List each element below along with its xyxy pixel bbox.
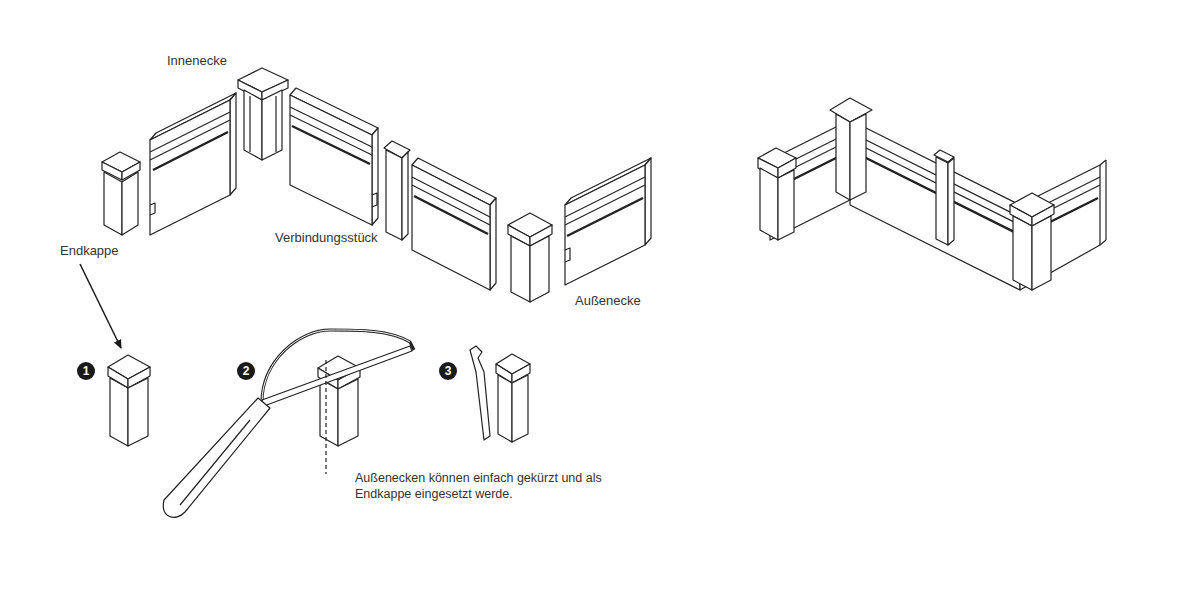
callout-number: 1 [77,362,95,380]
end-cap [102,152,140,235]
skirting-board [150,93,236,235]
note-text: Außenecken können einfach gekürzt und al… [355,470,605,502]
skirting-board [290,88,378,225]
callout-number: 3 [439,362,457,380]
part-label: Außenecke [575,293,641,309]
part-label: Innenecke [167,53,227,69]
connector-piece [384,141,410,240]
cut-line [325,360,326,474]
leader-arrow [80,264,121,348]
outer-corner [508,213,552,302]
skirting-board [412,158,496,290]
skirting-board [565,158,651,285]
part-label: Verbindungsstück [275,230,378,246]
callout-number: 2 [237,362,255,380]
inner-corner [238,68,288,160]
part-label: Endkappe [60,243,119,259]
assembled-skirting [758,98,1106,290]
cut-corner [470,346,530,442]
end-cap [108,355,150,446]
